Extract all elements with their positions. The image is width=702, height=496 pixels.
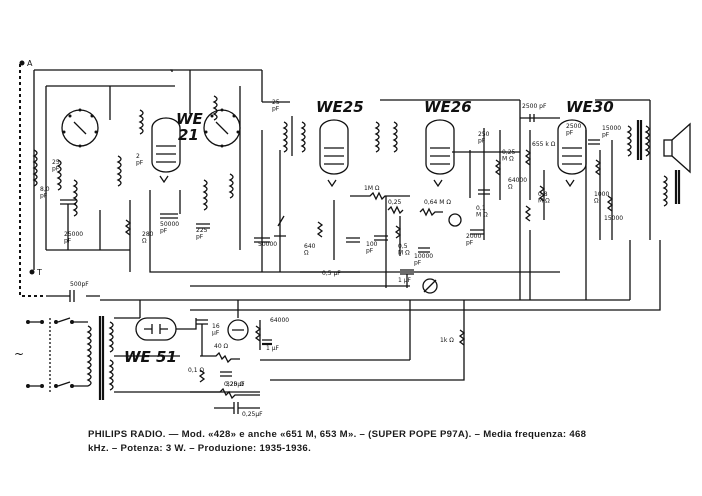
svg-text:~: ~ [14,347,24,361]
speaker [663,122,691,174]
r-40-label: 40 Ω [214,343,229,350]
r-064m-label: 0,64 M Ω [424,199,451,206]
r-655k-label: 655 k Ω [532,141,556,148]
cap-25000pf [60,199,76,250]
res-1m [350,191,410,201]
r-15000-label: 15000 [604,215,623,222]
waveband-switch-2 [203,108,241,148]
cap-025uf-b [214,402,260,414]
c-50000-mid-label: 50000 [258,241,277,248]
r-64000-b-label: 64000 [270,317,289,324]
tube-we51 [135,317,177,341]
r-025-label: 0,25 [388,199,402,206]
output-transformer [626,120,650,160]
cap-50000pf [160,213,178,219]
res-40 [200,351,240,364]
antenna-label: A [27,59,33,68]
tuning-indicator [422,278,438,294]
res-1k [458,329,466,346]
choke [227,300,249,341]
tube-we26 [425,119,455,188]
power-transformer [86,316,114,400]
c-2500pf-a-label: 2500 pF [522,103,547,110]
if-transformer-1 [282,116,306,156]
cap-2500pf-a [520,114,560,122]
tube-we21 [151,117,181,184]
top-bus-right [380,99,521,300]
tube-we25 [319,119,349,188]
c-025uf-label: 0,25μF [224,381,245,388]
mains-switch: ~ [14,317,74,392]
volume-pot [448,213,462,227]
res-320 [190,387,260,400]
field-coil [662,170,681,207]
res-064m [419,207,443,217]
oscillator-coils [116,95,234,211]
input-coil-left [32,149,78,217]
tube-we51-label: WE 51 [124,348,177,366]
r-1m-label: 1M Ω [364,185,380,192]
antenna-terminal: A [19,59,33,68]
caption-line-1: PHILIPS RADIO. — Mod. «428» e anche «651… [88,429,587,440]
c-05uf-label: 0,5 μF [322,270,341,277]
res-280 [124,219,132,236]
tube-we30-label: WE30 [566,98,614,116]
c-500pf-label: 500pF [70,281,89,288]
r-320-label: 320 Ω [226,381,244,388]
cap-500pf [69,290,75,302]
tube-we25-label: WE25 [316,98,364,116]
tube-we21-label-2: 21 [178,126,199,144]
caption: PHILIPS RADIO. — Mod. «428» e anche «651… [88,428,648,456]
c-1uf-label: 1 μF [398,277,412,284]
c-025uf-b-label: 0,25μF [242,411,263,418]
ground-label: T [36,268,42,277]
r-1k-label: 1k Ω [440,337,454,344]
caption-line-2: kHz. – Potenza: 3 W. – Produzione: 1935-… [88,443,312,454]
tube-we26-label: WE26 [424,98,472,116]
if-transformer-2 [374,121,398,153]
c-1uf-b-label: 1 μF [266,345,280,352]
waveband-switch-1 [61,108,99,148]
ground-terminal: T [29,268,42,277]
trimmer [274,215,286,237]
r-01-label: 0,1 Ω [188,367,204,374]
res-025 [387,205,404,215]
tube-we21-label-1: WE [176,110,204,128]
